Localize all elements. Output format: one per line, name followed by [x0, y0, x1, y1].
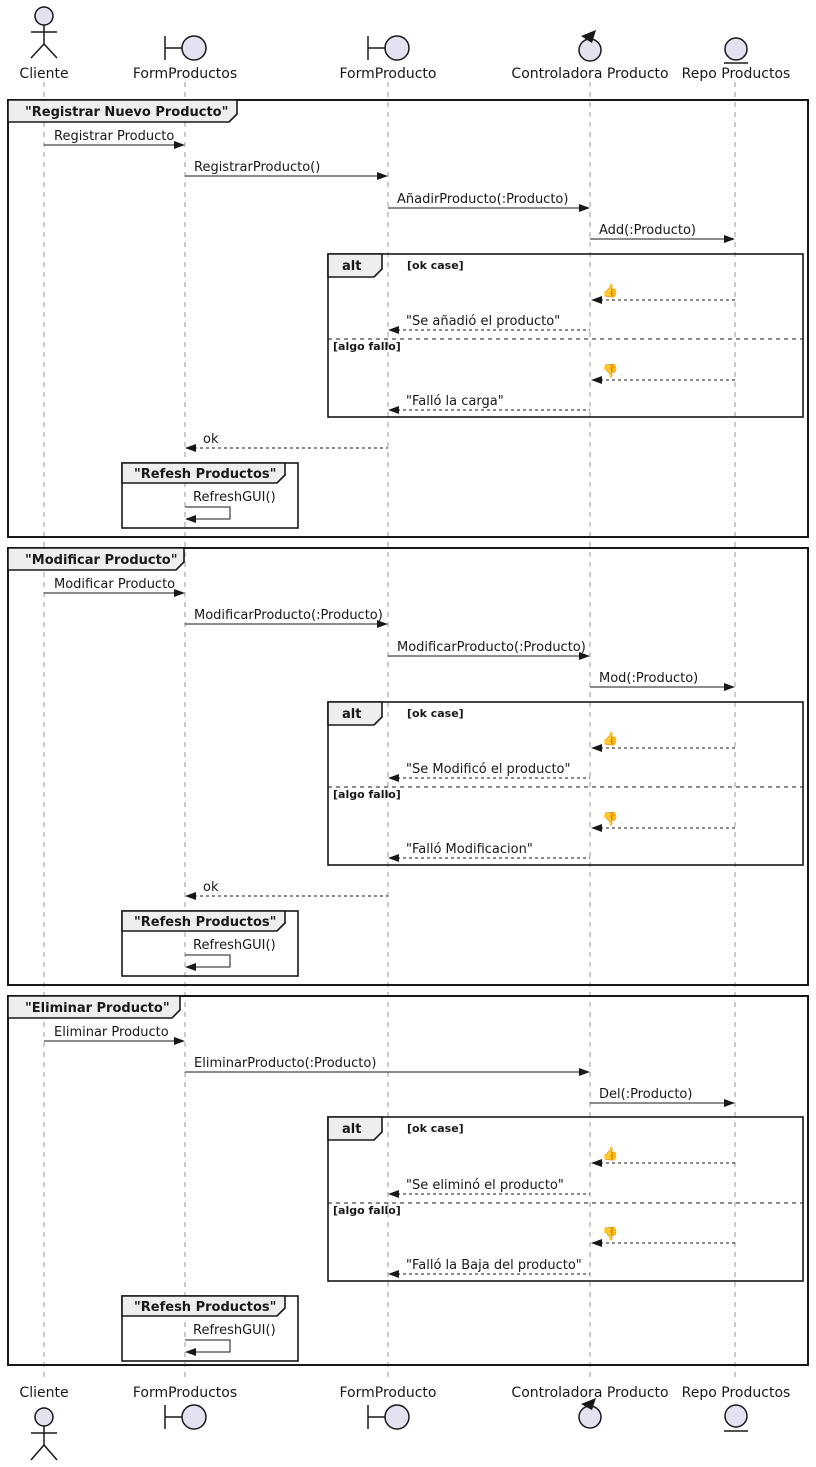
boundary-icon: [164, 1404, 207, 1430]
thumb-down-icon: 👎: [602, 811, 618, 827]
message-label: Add(:Producto): [599, 223, 696, 238]
message-label: Mod(:Producto): [599, 671, 698, 686]
message-label: "Se añadió el producto": [406, 314, 560, 329]
participant-label: FormProductos: [133, 1385, 237, 1401]
group-eliminar: "Eliminar Producto" Eliminar Producto El…: [7, 995, 809, 1366]
group-registrar: "Registrar Nuevo Producto" Registrar Pro…: [7, 99, 809, 538]
alt-fragment: [327, 1116, 804, 1282]
message-label: Modificar Producto: [54, 577, 175, 592]
alt-fragment: [327, 253, 804, 418]
participants-top: Cliente FormProductos FormProducto Contr…: [19, 6, 791, 82]
message-label: ok: [203, 880, 219, 895]
boundary-icon: [164, 35, 207, 61]
lifelines: [43, 82, 736, 1382]
group-title-tab: [7, 547, 185, 571]
thumb-up-icon: 👍: [602, 731, 618, 747]
alt-operator: alt: [342, 707, 361, 722]
message-label: Registrar Producto: [54, 129, 174, 144]
participant-label: FormProducto: [340, 1385, 437, 1401]
group-title: "Registrar Nuevo Producto": [25, 105, 228, 120]
thumb-up-icon: 👍: [602, 283, 618, 299]
self-message-arrow: [185, 954, 231, 968]
message-label: Eliminar Producto: [54, 1025, 169, 1040]
participant-label: Repo Productos: [682, 66, 791, 82]
thumb-down-icon: 👎: [602, 363, 618, 379]
message-label: ok: [203, 432, 219, 447]
message-label: ModificarProducto(:Producto): [194, 608, 383, 623]
message-label: AñadirProducto(:Producto): [397, 192, 568, 207]
guard-label: [algo fallo]: [333, 340, 401, 353]
message-label: EliminarProducto(:Producto): [194, 1056, 376, 1071]
message-label: "Falló Modificacion": [406, 842, 533, 857]
group-frame: [7, 99, 809, 538]
self-message-arrow: [185, 506, 231, 520]
guard-label: [algo fallo]: [333, 788, 401, 801]
message-label: "Se Modificó el producto": [406, 762, 571, 777]
guard-label: [algo fallo]: [333, 1204, 401, 1217]
boundary-icon: [367, 1404, 410, 1430]
participant-label: Cliente: [19, 66, 68, 82]
message-label: "Se eliminó el producto": [406, 1178, 564, 1193]
group-modificar: "Modificar Producto" Modificar Producto …: [7, 547, 809, 986]
group-frame: [7, 547, 809, 986]
thumb-up-icon: 👍: [602, 1146, 618, 1162]
message-label: RefreshGUI(): [193, 490, 276, 505]
control-icon: [578, 30, 602, 62]
group-title-tab: [7, 995, 181, 1019]
group-title: "Eliminar Producto": [25, 1001, 170, 1016]
participant-label: Repo Productos: [682, 1385, 791, 1401]
ref-title-tab: [121, 910, 286, 932]
group-frame: [7, 995, 809, 1366]
participant-label: Controladora Producto: [511, 66, 668, 82]
ref-title-tab: [121, 1295, 286, 1317]
self-message-arrow: [185, 1339, 231, 1353]
message-label: "Falló la carga": [406, 394, 504, 409]
alt-tab: [327, 1116, 383, 1141]
boundary-icon: [367, 35, 410, 61]
message-label: RegistrarProducto(): [194, 160, 320, 175]
message-label: Del(:Producto): [599, 1087, 692, 1102]
participant-label: Controladora Producto: [511, 1385, 668, 1401]
control-icon: [578, 1398, 602, 1429]
guard-label: [ok case]: [407, 707, 464, 720]
guard-label: [ok case]: [407, 1122, 464, 1135]
alt-tab: [327, 253, 383, 278]
message-label: ModificarProducto(:Producto): [397, 640, 586, 655]
ref-title: "Refesh Productos": [134, 1300, 276, 1315]
group-title: "Modificar Producto": [25, 553, 178, 568]
message-label: RefreshGUI(): [193, 938, 276, 953]
alt-fragment: [327, 701, 804, 866]
message-label: "Falló la Baja del producto": [406, 1258, 582, 1273]
participant-label: FormProducto: [340, 66, 437, 82]
ref-title-tab: [121, 462, 286, 484]
entity-icon: [724, 37, 748, 64]
ref-title: "Refesh Productos": [134, 915, 276, 930]
participant-label: Cliente: [19, 1385, 68, 1401]
entity-icon: [724, 1404, 748, 1432]
alt-operator: alt: [342, 1122, 361, 1137]
actor-icon: [30, 6, 58, 59]
ref-title: "Refesh Productos": [134, 467, 276, 482]
participants-bottom: Cliente FormProductos FormProducto Contr…: [19, 1385, 791, 1461]
alt-operator: alt: [342, 259, 361, 274]
actor-icon: [30, 1407, 58, 1461]
thumb-down-icon: 👎: [602, 1226, 618, 1242]
message-label: RefreshGUI(): [193, 1323, 276, 1338]
participant-label: FormProductos: [133, 66, 237, 82]
guard-label: [ok case]: [407, 259, 464, 272]
alt-tab: [327, 701, 383, 726]
group-title-tab: [7, 99, 238, 123]
